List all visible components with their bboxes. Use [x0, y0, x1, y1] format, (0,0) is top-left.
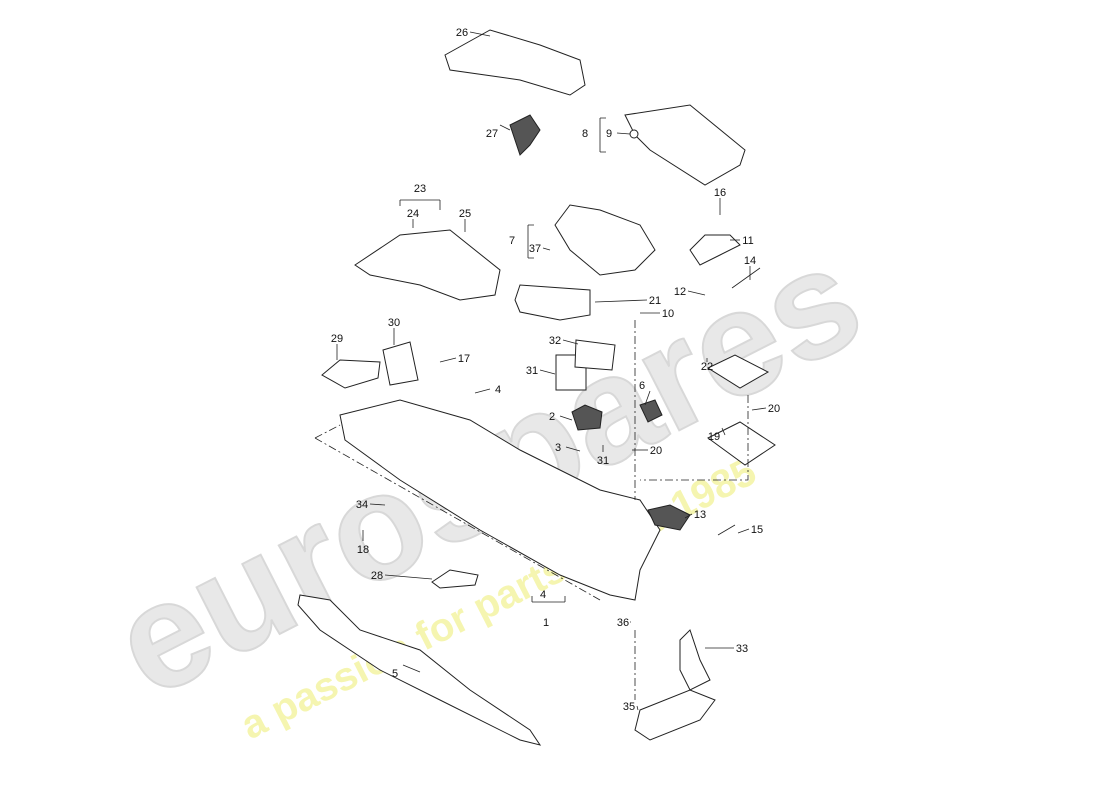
part-11-bracket	[689, 234, 741, 266]
leader-line	[384, 574, 433, 580]
callout-9: 9	[606, 128, 612, 140]
callout-17: 17	[458, 353, 470, 365]
callout-21: 21	[649, 295, 661, 307]
leader-line	[474, 388, 491, 394]
callout-15: 15	[751, 524, 763, 536]
callout-8: 8	[582, 128, 588, 140]
leader-line	[469, 31, 491, 37]
leader-line	[539, 369, 556, 375]
part-5-insulation	[297, 594, 542, 746]
leader-line	[737, 528, 750, 534]
callout-5: 5	[392, 668, 398, 680]
group-bracket	[599, 117, 606, 153]
leader-line	[542, 247, 551, 251]
callout-34: 34	[356, 499, 368, 511]
callout-4: 4	[495, 384, 501, 396]
callout-24: 24	[407, 208, 419, 220]
callout-14: 14	[744, 255, 756, 267]
leader-line	[751, 407, 767, 411]
callout-6: 6	[639, 380, 645, 392]
leader-line	[644, 390, 651, 406]
callout-3: 3	[555, 442, 561, 454]
leader-line	[369, 503, 386, 506]
leader-line	[721, 427, 726, 436]
callout-29: 29	[331, 333, 343, 345]
part-2-switch	[571, 404, 603, 431]
leader-line	[687, 290, 706, 296]
callout-27: 27	[486, 128, 498, 140]
callout-13: 13	[694, 509, 706, 521]
callout-18: 18	[357, 544, 369, 556]
part-26-trim-cover	[444, 29, 586, 96]
leader-line	[499, 124, 511, 131]
part-7-storage-box	[554, 204, 656, 276]
part-32-pad	[574, 339, 616, 371]
callout-33: 33	[736, 643, 748, 655]
callout-37: 37	[529, 243, 541, 255]
part-15-pin	[717, 524, 736, 536]
callout-32: 32	[549, 335, 561, 347]
callout-19: 19	[708, 431, 720, 443]
leader-line	[616, 132, 631, 135]
leader-line	[559, 415, 573, 421]
leader-line	[439, 357, 457, 363]
group-bracket	[399, 199, 441, 210]
callout-1: 1	[543, 617, 549, 629]
callout-25: 25	[459, 208, 471, 220]
leader-line	[594, 299, 648, 303]
group-bracket	[527, 224, 534, 259]
part-22-mat	[706, 354, 770, 389]
part-6-switch	[639, 399, 663, 423]
callout-35: 35	[623, 701, 635, 713]
callout-31: 31	[597, 455, 609, 467]
part-35-bracket	[634, 689, 716, 741]
part-28-cover	[431, 569, 479, 589]
part-29-pad	[321, 359, 381, 389]
callout-36: 36	[617, 617, 629, 629]
reference-lines	[314, 320, 749, 700]
part-13-bracket	[647, 504, 691, 531]
callout-10: 10	[662, 308, 674, 320]
part-23-gear-trim	[354, 229, 501, 301]
part-1-center-console	[339, 399, 661, 601]
callout-28: 28	[371, 570, 383, 582]
leader-line	[684, 513, 693, 519]
part-30-pad	[382, 341, 419, 386]
callout-20: 20	[650, 445, 662, 457]
callout-22: 22	[701, 361, 713, 373]
callout-23: 23	[414, 183, 426, 195]
parts	[297, 29, 776, 746]
part-19-plate	[707, 421, 776, 466]
part-8-armrest-lid	[624, 104, 746, 186]
callout-20: 20	[768, 403, 780, 415]
part-27-knob	[509, 114, 541, 156]
leader-line	[402, 664, 421, 673]
callout-31: 31	[526, 365, 538, 377]
part-21-tray	[514, 284, 591, 321]
callout-7: 7	[509, 235, 515, 247]
part-14-pin	[731, 267, 761, 289]
callout-2: 2	[549, 411, 555, 423]
callout-16: 16	[714, 187, 726, 199]
leader-line	[562, 339, 579, 345]
part-9-clip	[629, 129, 639, 139]
callout-11: 11	[742, 235, 753, 247]
group-bracket	[531, 596, 566, 603]
callout-12: 12	[674, 286, 686, 298]
leader-line	[565, 446, 581, 452]
callout-26: 26	[456, 27, 468, 39]
part-33-bracket	[679, 629, 711, 691]
callout-4: 4	[540, 589, 546, 601]
callout-30: 30	[388, 317, 400, 329]
leader-line	[636, 705, 639, 711]
